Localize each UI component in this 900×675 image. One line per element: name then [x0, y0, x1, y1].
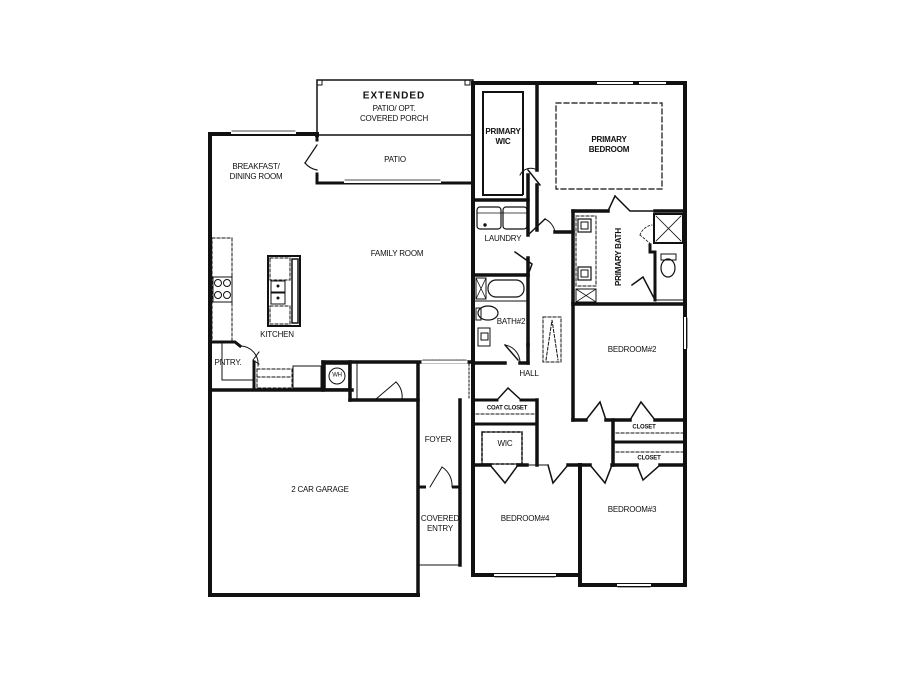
primary-bath: [553, 194, 687, 306]
label-primary-wic-line2: WIC: [495, 137, 511, 146]
label-bath-2: BATH#2: [496, 317, 526, 326]
bath-2: [471, 273, 530, 365]
label-bedroom-3: BEDROOM#3: [607, 505, 657, 514]
label-primary-bedroom-line1: PRIMARY: [591, 135, 627, 144]
garage-top-wall: [208, 360, 475, 597]
label-extended-patio-line2: PATIO/ OPT.: [372, 104, 416, 113]
coat-closet-and-wic: [471, 386, 582, 485]
label-water-heater: WH: [332, 372, 342, 379]
attic-access: [542, 316, 562, 363]
label-breakfast-line2: DINING ROOM: [229, 172, 283, 181]
label-extended-patio-line3: COVERED PORCH: [359, 114, 429, 123]
label-hall: HALL: [519, 369, 539, 378]
bedroom-windows: [494, 82, 666, 588]
primary-bedroom-tray: [555, 102, 663, 190]
kitchen-island: [267, 255, 301, 327]
label-patio: PATIO: [384, 155, 406, 164]
bedroom-closets: [578, 418, 687, 485]
label-primary-bath: PRIMARY BATH: [614, 228, 623, 286]
front-door: [416, 466, 462, 566]
label-family-room: FAMILY ROOM: [370, 249, 424, 258]
label-coat-closet: COAT CLOSET: [486, 405, 528, 412]
label-wic: WIC: [497, 439, 513, 448]
label-garage: 2 CAR GARAGE: [291, 485, 349, 494]
label-bedroom-2: BEDROOM#2: [607, 345, 657, 354]
garage-door-entry: [356, 362, 403, 400]
label-bedroom-4: BEDROOM#4: [500, 514, 550, 523]
label-kitchen: KITCHEN: [260, 330, 294, 339]
patio-door: [304, 141, 320, 173]
kitchen-counter: [211, 237, 233, 342]
label-primary-bedroom-line2: BEDROOM: [588, 145, 630, 154]
water-heater: [324, 363, 350, 390]
label-extended-patio-line1: EXTENDED: [362, 90, 426, 102]
label-laundry: LAUNDRY: [484, 234, 522, 243]
label-pantry: PNTRY.: [214, 358, 242, 367]
primary-wic: [471, 81, 542, 232]
label-closet-lower: CLOSET: [637, 455, 661, 462]
label-covered-entry-line1: COVERED: [420, 514, 460, 523]
bedroom-2: [571, 302, 688, 422]
cabinets: [256, 365, 322, 389]
label-covered-entry-line2: ENTRY: [427, 524, 453, 533]
label-foyer: FOYER: [424, 435, 452, 444]
label-closet-upper: CLOSET: [632, 424, 656, 431]
laundry: [471, 198, 556, 277]
label-breakfast-line1: BREAKFAST/: [232, 162, 280, 171]
label-primary-wic-line1: PRIMARY: [485, 127, 521, 136]
pantry: [208, 340, 260, 392]
